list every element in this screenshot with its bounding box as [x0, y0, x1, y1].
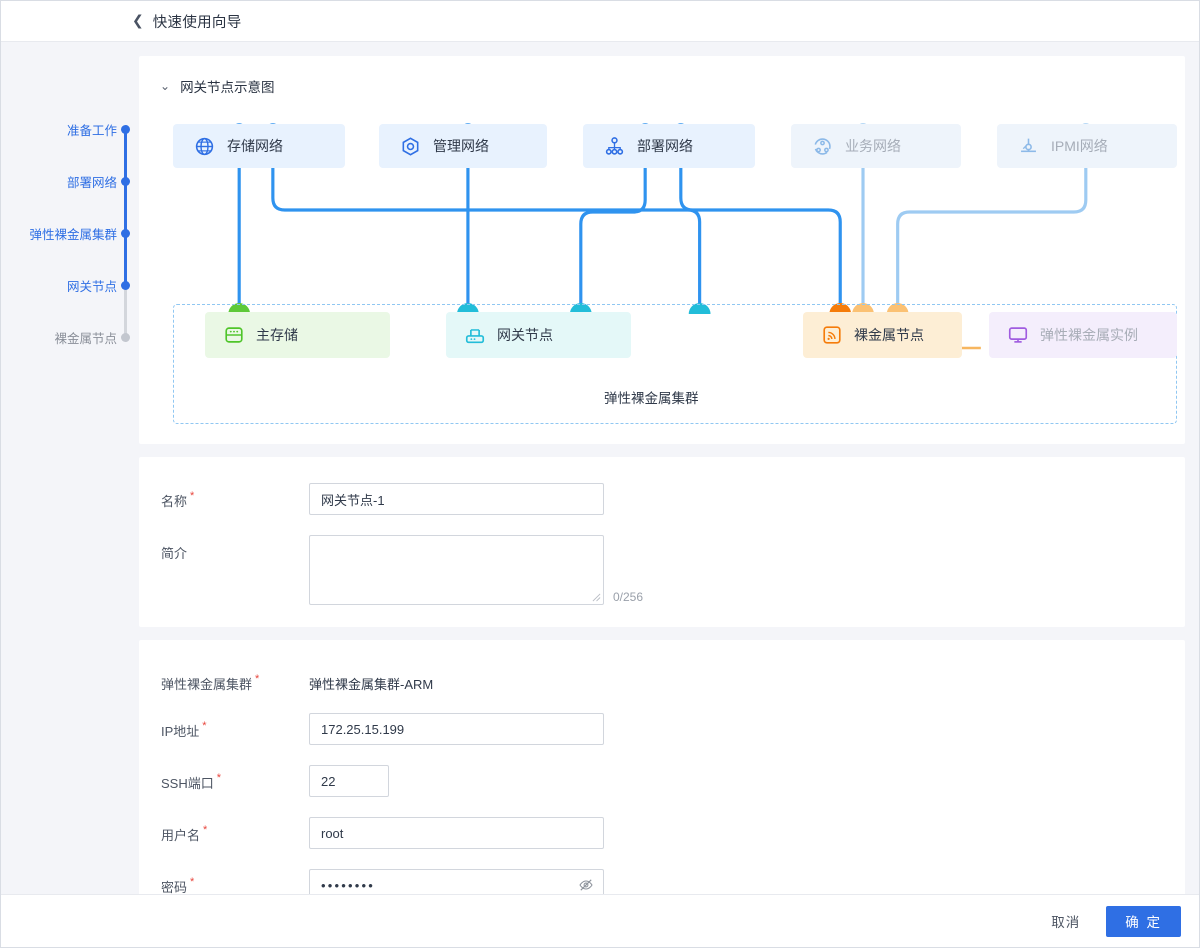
hexagon-target-icon	[402, 136, 419, 156]
diagram-title: 网关节点示意图	[180, 80, 275, 95]
node-box-gateway[interactable]: 网关节点	[446, 312, 631, 358]
router-icon	[465, 329, 485, 344]
step-label: 裸金属节点	[54, 331, 117, 346]
node-box-bare-metal[interactable]: 裸金属节点	[803, 312, 962, 358]
step-label: 网关节点	[66, 279, 117, 294]
window-header: ❮ 快速使用向导	[1, 1, 1199, 42]
field-row-ip: IP地址* 172.25.15.199	[139, 713, 1185, 745]
network-label: 部署网络	[637, 138, 693, 154]
required-marker: *	[202, 720, 207, 732]
field-row-name: 名称* 网关节点-1	[139, 483, 1185, 515]
field-row-description: 简介 0/256	[139, 535, 1185, 605]
required-marker: *	[190, 876, 195, 888]
node-label: 网关节点	[497, 327, 553, 343]
field-row-username: 用户名* root	[139, 817, 1185, 849]
network-card-storage[interactable]: 存储网络	[173, 124, 345, 168]
step-dot	[121, 228, 130, 238]
sidebar-item-deploy-network[interactable]: 部署网络	[1, 155, 139, 233]
sidebar-item-bare-metal-node[interactable]: 裸金属节点	[1, 311, 139, 363]
node-label: 弹性裸金属实例	[1040, 327, 1138, 343]
ip-address-input[interactable]: 172.25.15.199	[309, 713, 604, 745]
node-box-main-storage[interactable]: 主存储	[205, 312, 390, 358]
topology-diagram: 存储网络 管理网络	[157, 114, 1177, 424]
node-box-elastic-instance[interactable]: 弹性裸金属实例	[989, 312, 1177, 358]
sidebar-item-bare-metal-cluster[interactable]: 弹性裸金属集群	[1, 207, 139, 285]
database-icon	[225, 327, 243, 343]
field-row-ssh-port: SSH端口* 22	[139, 765, 1185, 797]
dialog-footer: 取消 确 定	[1, 894, 1199, 947]
ip-label: IP地址*	[161, 720, 207, 740]
network-label: 业务网络	[845, 138, 901, 154]
page-title: 快速使用向导	[152, 14, 242, 31]
step-connector-line	[124, 181, 127, 233]
step-connector-line	[124, 233, 127, 285]
node-label: 裸金属节点	[854, 327, 924, 343]
name-label: 名称*	[161, 490, 195, 510]
cluster-value: 弹性裸金属集群-ARM	[309, 677, 434, 692]
field-row-cluster: 弹性裸金属集群* 弹性裸金属集群-ARM	[139, 666, 1185, 693]
password-input[interactable]: ••••••••	[309, 869, 604, 894]
ssh-port-input[interactable]: 22	[309, 765, 389, 797]
step-dot	[121, 332, 130, 342]
sidebar-item-preparation[interactable]: 准备工作	[1, 103, 139, 181]
resize-handle-icon[interactable]	[592, 593, 601, 602]
wizard-steps: 准备工作 部署网络 弹性裸金属集群 网关节点 裸金属节点	[1, 42, 139, 894]
description-textarea[interactable]	[309, 535, 604, 605]
chevron-left-icon[interactable]: ❮	[132, 13, 144, 29]
step-dot	[121, 280, 130, 290]
description-counter: 0/256	[613, 590, 644, 604]
sidebar-item-gateway-node[interactable]: 网关节点	[1, 259, 139, 337]
cluster-boundary	[173, 304, 1177, 424]
basic-info-card: 名称* 网关节点-1 简介	[139, 457, 1185, 627]
wizard-content: ⌄ 网关节点示意图	[139, 42, 1199, 894]
required-marker: *	[255, 673, 260, 685]
step-dot	[121, 176, 130, 186]
password-value: ••••••••	[321, 877, 376, 893]
step-dot	[121, 124, 130, 134]
step-label: 弹性裸金属集群	[29, 227, 117, 242]
network-label: 存储网络	[227, 138, 283, 154]
required-marker: *	[203, 824, 208, 836]
step-label: 部署网络	[66, 175, 117, 190]
connection-card: 弹性裸金属集群* 弹性裸金属集群-ARM IP地址* 172.25.15.199	[139, 640, 1185, 894]
required-marker: *	[190, 490, 195, 502]
diagram-collapse-toggle[interactable]: ⌄ 网关节点示意图	[160, 76, 1167, 96]
chevron-down-icon: ⌄	[160, 79, 171, 93]
step-connector-line	[124, 285, 127, 337]
cluster-caption: 弹性裸金属集群	[604, 391, 699, 406]
ssh-port-label: SSH端口*	[161, 772, 222, 792]
name-input[interactable]: 网关节点-1	[309, 483, 604, 515]
step-label: 准备工作	[66, 123, 117, 138]
confirm-button[interactable]: 确 定	[1106, 905, 1181, 937]
description-label: 简介	[161, 546, 188, 561]
required-marker: *	[216, 772, 222, 784]
field-row-password: 密码* ••••••••	[139, 869, 1185, 894]
cluster-label: 弹性裸金属集群*	[161, 673, 260, 693]
service-circle-icon	[814, 137, 831, 155]
network-label: 管理网络	[433, 138, 489, 154]
ipmi-icon	[1021, 138, 1036, 152]
step-connector-line	[124, 129, 127, 181]
signal-icon	[823, 326, 841, 344]
wizard-body: 准备工作 部署网络 弹性裸金属集群 网关节点 裸金属节点	[1, 42, 1199, 894]
network-card-business[interactable]: 业务网络	[791, 124, 961, 168]
username-label: 用户名*	[161, 824, 208, 844]
node-label: 主存储	[256, 327, 298, 343]
diagram-card: ⌄ 网关节点示意图	[139, 56, 1185, 444]
cancel-button[interactable]: 取消	[1051, 915, 1081, 930]
network-card-ipmi[interactable]: IPMI网络	[997, 124, 1177, 168]
network-label: IPMI网络	[1051, 138, 1108, 154]
username-input[interactable]: root	[309, 817, 604, 849]
monitor-icon	[1008, 327, 1028, 343]
globe-icon	[195, 137, 214, 155]
password-label: 密码*	[161, 876, 195, 895]
eye-slash-icon[interactable]	[578, 877, 594, 893]
network-card-deploy[interactable]: 部署网络	[583, 124, 755, 168]
node-tree-icon	[605, 136, 624, 155]
network-card-management[interactable]: 管理网络	[379, 124, 547, 168]
